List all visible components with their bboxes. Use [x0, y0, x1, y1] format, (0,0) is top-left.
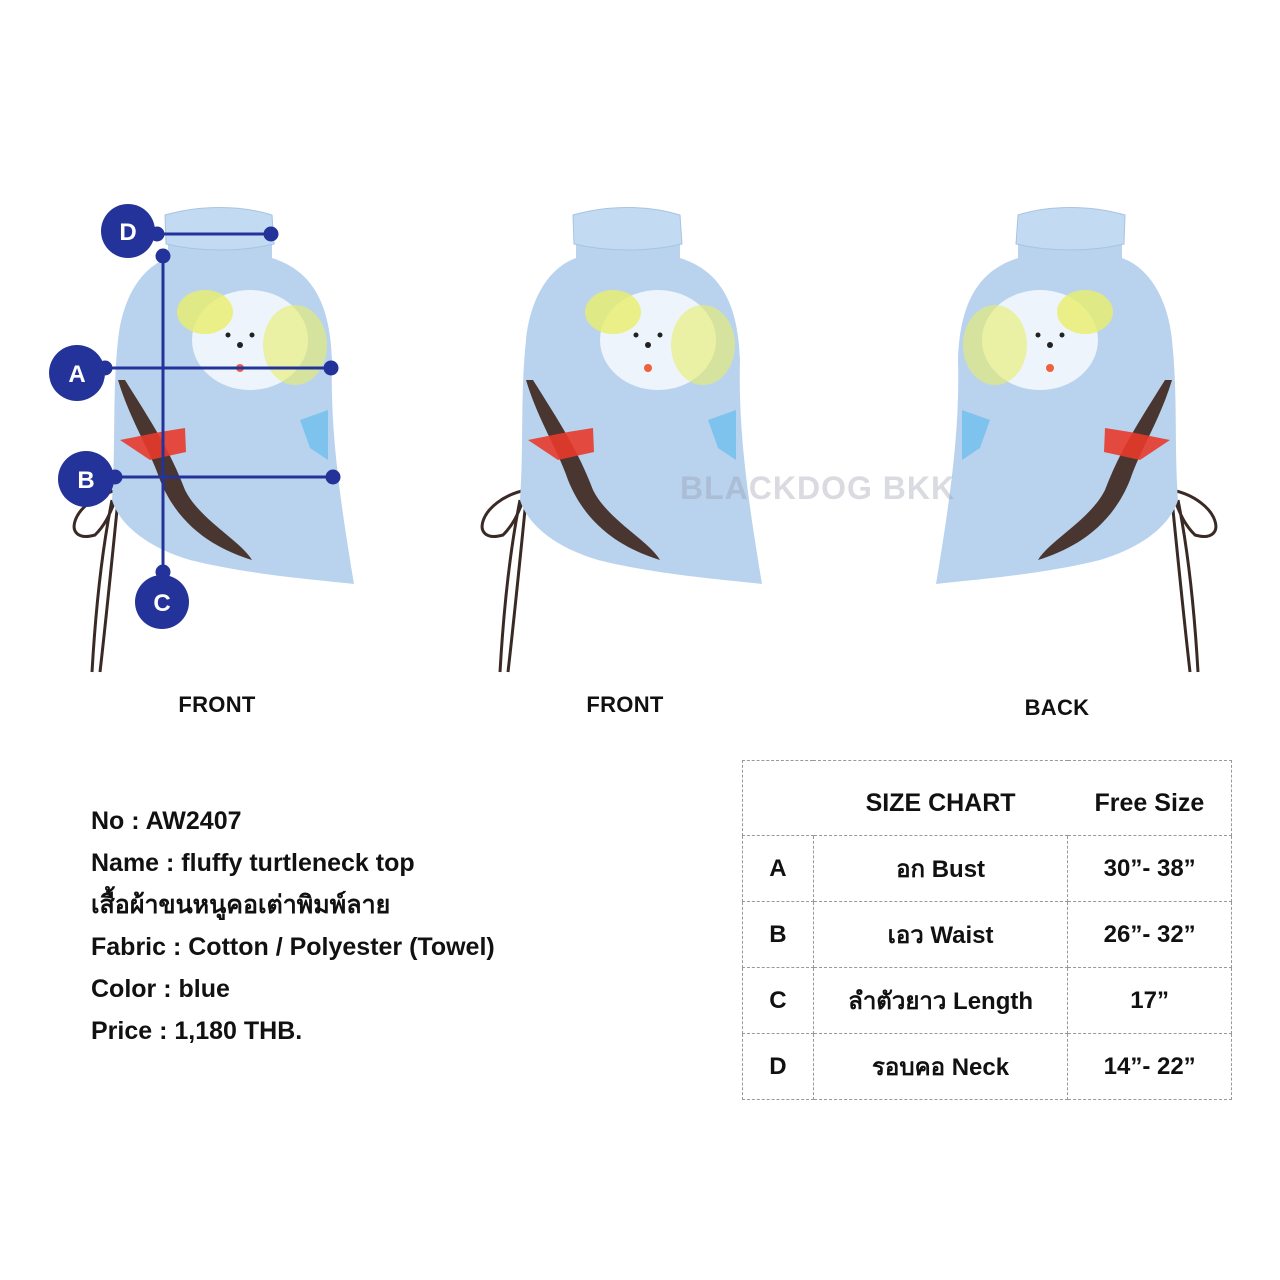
product-info: No : AW2407 Name : fluffy turtleneck top… [91, 800, 495, 1052]
row-key: D [742, 1033, 814, 1100]
product-color: Color : blue [91, 975, 230, 1003]
marker-d-label: D [119, 219, 136, 246]
size-column-header: Free Size [1067, 760, 1232, 836]
size-chart-table: SIZE CHART Free Size A อก Bust 30”- 38” … [742, 760, 1232, 1100]
row-label: รอบคอ Neck [812, 1033, 1069, 1100]
product-name-thai: เสื้อผ้าขนหนูคอเต่าพิมพ์ลาย [91, 891, 391, 919]
table-row: B เอว Waist 26”- 32” [742, 901, 1232, 968]
marker-a-label: A [68, 361, 85, 388]
row-label: ลำตัวยาว Length [812, 967, 1069, 1034]
marker-c-label: C [153, 590, 170, 617]
view-label-front-2: FRONT [586, 692, 664, 717]
garment-front-measured [72, 206, 356, 674]
product-name: Name : fluffy turtleneck top [91, 849, 415, 877]
marker-b-label: B [77, 467, 94, 494]
row-value: 30”- 38” [1067, 835, 1232, 902]
table-row: A อก Bust 30”- 38” [742, 835, 1232, 902]
garment-front [480, 206, 764, 674]
product-price: Price : 1,180 THB. [91, 1017, 303, 1045]
view-label-back: BACK [1024, 695, 1090, 720]
row-key: C [742, 967, 814, 1034]
empty-header-cell [742, 760, 814, 836]
product-number: No : AW2407 [91, 807, 242, 835]
marker-c [135, 575, 189, 629]
table-row: D รอบคอ Neck 14”- 22” [742, 1033, 1232, 1100]
size-chart-title: SIZE CHART [813, 760, 1068, 836]
view-label-front-1: FRONT [178, 692, 256, 717]
row-label: อก Bust [812, 835, 1069, 902]
row-key: B [742, 901, 814, 968]
row-label: เอว Waist [812, 901, 1069, 968]
marker-b [58, 451, 114, 507]
product-illustration: D A B C [49, 204, 1218, 674]
product-fabric: Fabric : Cotton / Polyester (Towel) [91, 933, 495, 961]
row-value: 26”- 32” [1067, 901, 1232, 968]
marker-d [101, 204, 155, 258]
row-key: A [742, 835, 814, 902]
table-row: C ลำตัวยาว Length 17” [742, 967, 1232, 1034]
size-chart-header: SIZE CHART Free Size [742, 760, 1232, 836]
marker-a [49, 345, 105, 401]
garment-back [934, 206, 1218, 674]
watermark: BLACKDOG BKK [680, 470, 956, 506]
row-value: 14”- 22” [1067, 1033, 1232, 1100]
row-value: 17” [1067, 967, 1232, 1034]
